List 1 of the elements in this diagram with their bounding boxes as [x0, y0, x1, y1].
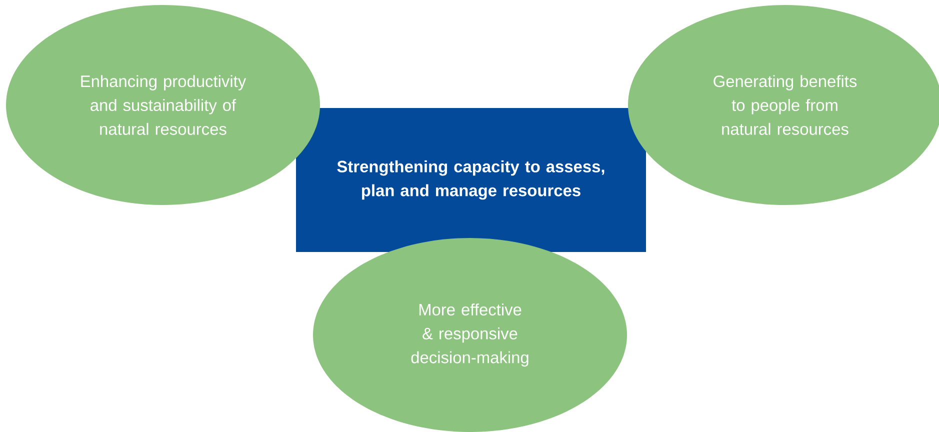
- center-box: Strengthening capacity to assess, plan and manage resources: [296, 108, 646, 252]
